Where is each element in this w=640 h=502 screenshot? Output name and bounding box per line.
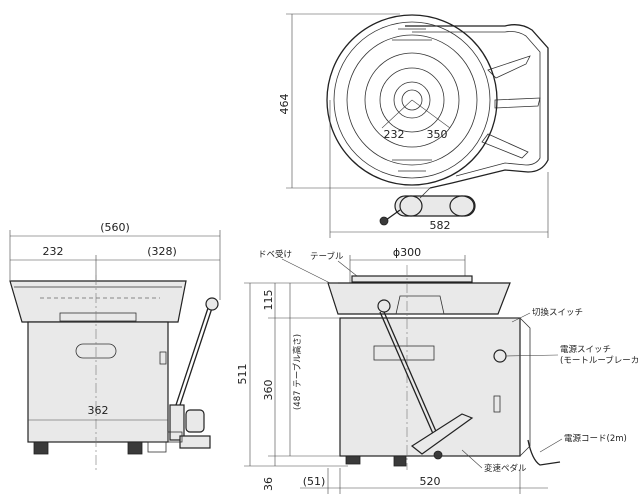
top-view-width-dim: 582 [430,219,451,232]
front-view-right-dim: (328) [147,245,177,258]
label-breaker: (モートルーブレーカ) [560,355,640,366]
side-view-middle-dim: 360 [262,380,275,401]
side-view-lever-pedal [377,299,474,460]
label-power-switch: 電源スイッチ [560,345,611,355]
front-view-total-dim: (560) [100,221,130,234]
top-view: 464 582 232 350 [278,13,549,238]
front-view-body-dim: 362 [88,404,109,417]
top-view-spoke [494,97,541,109]
front-view-tray [9,280,187,323]
label-table: テーブル [310,251,344,262]
top-view-spoke [481,133,529,159]
side-view-switch [493,349,507,363]
front-view-lever [167,297,219,449]
side-view-width-dim: 520 [420,475,441,488]
side-view-upper-dim: 115 [262,290,275,311]
side-view-offset-dim: (51) [303,475,326,488]
side-view-table-diameter-dim: ϕ300 [393,246,421,259]
label-kirikae-switch: 切換スイッチ [532,307,583,318]
top-view-arm [405,24,549,189]
top-view-inner-radius-dim: 232 [384,128,405,141]
side-view-bottom-dim: 36 [262,477,275,491]
top-view-pedal [379,187,476,226]
label-power-cord: 電源コード(2m) [564,434,627,444]
side-view-table [351,275,473,283]
front-view-body [27,321,169,443]
label-speed-pedal: 変速ペダル [484,463,527,474]
label-dobe-uke: ドベ受け [258,249,292,260]
side-view-table-height-dim: (487 テーブル高さ) [292,334,303,410]
side-view-power-cord [527,439,561,466]
front-view-left-dim: 232 [43,245,64,258]
front-view: (560) 232 (328) 362 [9,221,221,470]
top-view-spoke [487,55,531,79]
side-view-total-height-dim: 511 [236,364,249,385]
top-view-outer-radius-dim: 350 [427,128,448,141]
side-view: ϕ300 ドベ受け テーブル 切換スイッチ [236,246,640,494]
side-view-tray [327,282,511,315]
top-view-tray-outer [326,14,498,186]
top-view-depth-dim: 464 [278,94,291,115]
